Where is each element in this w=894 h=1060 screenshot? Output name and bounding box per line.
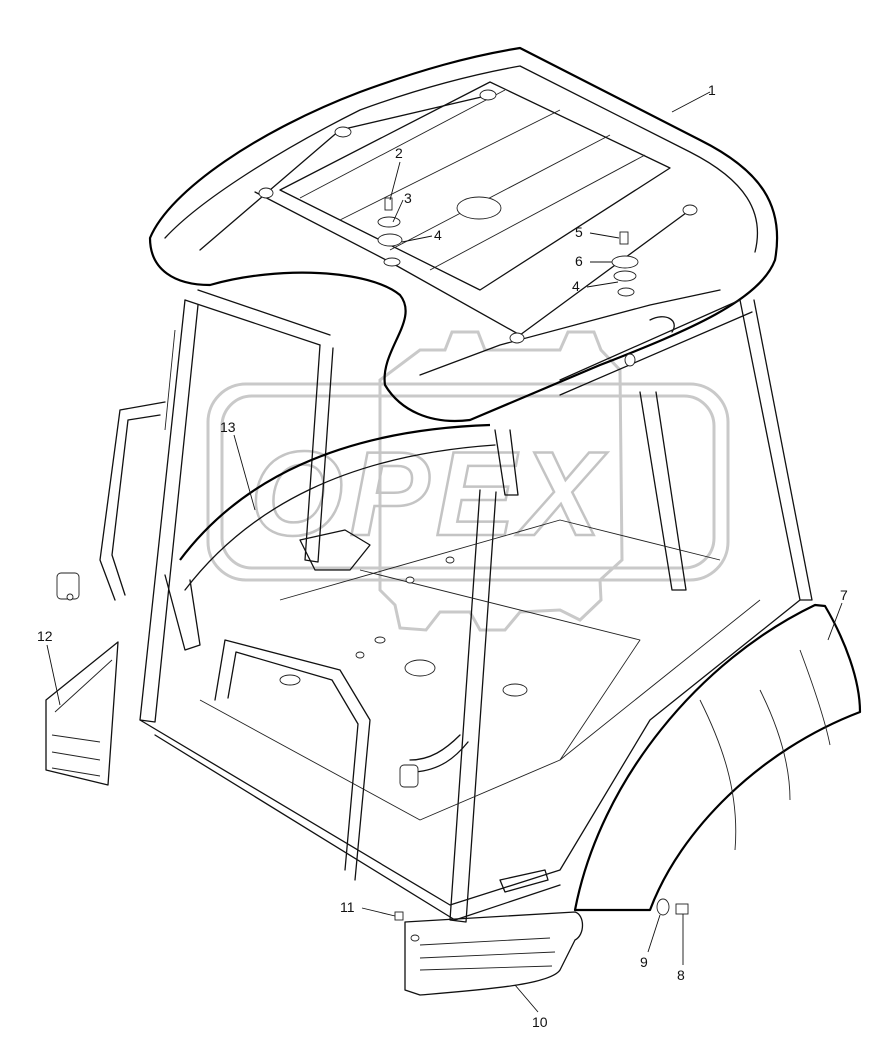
roof-panel xyxy=(148,46,779,422)
watermark-frame xyxy=(206,382,730,582)
callout-6: 6 xyxy=(575,253,583,269)
callout-7: 7 xyxy=(840,587,848,603)
callout-13: 13 xyxy=(220,419,236,435)
roof-fasteners xyxy=(377,197,639,297)
callout-8: 8 xyxy=(677,967,685,983)
callouts: 1 2 3 4 4 5 6 7 8 9 10 11 12 xyxy=(37,82,848,1030)
small-fasteners xyxy=(394,898,689,921)
callout-3: 3 xyxy=(404,190,412,206)
front-fender-7 xyxy=(573,603,862,912)
watermark-gear-outline xyxy=(378,330,624,632)
callout-5: 5 xyxy=(575,224,583,240)
callout-4-upper: 4 xyxy=(434,227,442,243)
watermark-text: OPEX xyxy=(250,427,608,561)
watermark: OPEX xyxy=(206,330,730,632)
callout-9: 9 xyxy=(640,954,648,970)
rear-fender-13 xyxy=(164,423,496,651)
callout-12: 12 xyxy=(37,628,53,644)
callout-1: 1 xyxy=(708,82,716,98)
callout-4-lower: 4 xyxy=(572,278,580,294)
step-10 xyxy=(404,911,584,996)
cab-frame xyxy=(56,289,813,923)
step-12 xyxy=(45,641,119,786)
callout-2: 2 xyxy=(395,145,403,161)
callout-11: 11 xyxy=(340,899,355,915)
callout-10: 10 xyxy=(532,1014,548,1030)
